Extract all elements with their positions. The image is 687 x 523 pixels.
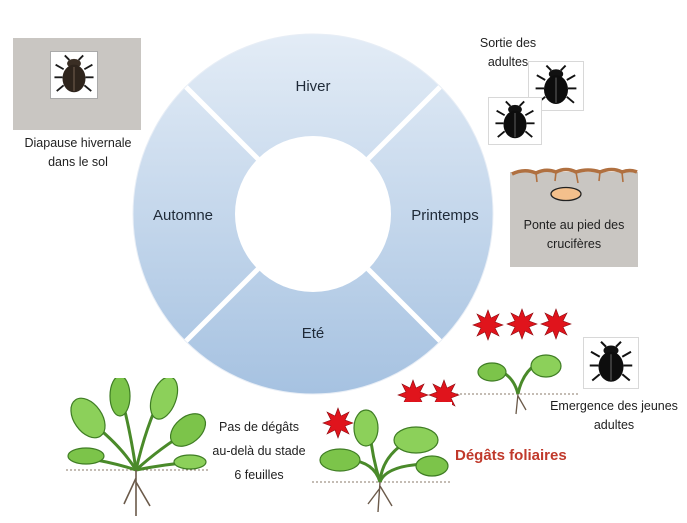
egg-laying-label: Ponte au pied des crucifères xyxy=(510,216,638,255)
diapause-label-line-1: Diapause hivernale xyxy=(4,134,152,153)
season-winter: Hiver xyxy=(283,78,343,95)
wheel-hole xyxy=(235,136,391,292)
emergence-label-line-1: Emergence des jeunes xyxy=(545,397,683,416)
damage-star-icon xyxy=(322,407,354,439)
emergence-label: Emergence des jeunes adultes xyxy=(545,397,683,436)
no-damage-label-line-3: 6 feuilles xyxy=(200,464,318,488)
beetle-icon xyxy=(584,338,638,388)
large-plant-card xyxy=(66,378,208,523)
damage-star-icon xyxy=(540,308,572,340)
diapause-soil-box xyxy=(13,38,141,130)
diapause-label: Diapause hivernale dans le sol xyxy=(4,134,152,173)
egg-laying-box: Ponte au pied des crucifères xyxy=(510,172,638,267)
emergence-label-line-2: adultes xyxy=(545,416,683,435)
egg-laying-label-line-1: Ponte au pied des xyxy=(510,216,638,235)
beetle-icon xyxy=(51,52,97,98)
no-damage-label: Pas de dégâts au-delà du stade 6 feuille… xyxy=(200,416,318,487)
beetle-card xyxy=(583,337,639,389)
damage-star-icon xyxy=(506,308,538,340)
plant-icon xyxy=(66,378,208,523)
beetle-icon xyxy=(489,98,541,144)
no-damage-label-line-1: Pas de dégâts xyxy=(200,416,318,440)
beetle-card xyxy=(50,51,98,99)
diapause-label-line-2: dans le sol xyxy=(4,153,152,172)
season-summer: Eté xyxy=(290,325,336,342)
egg-laying-label-line-2: crucifères xyxy=(510,235,638,254)
no-damage-label-line-2: au-delà du stade xyxy=(200,440,318,464)
foliar-damage-label: Dégâts foliaires xyxy=(455,447,595,464)
exit-adults-label-line-1: Sortie des xyxy=(463,34,553,53)
season-autumn: Automne xyxy=(136,207,230,224)
beetle-card xyxy=(488,97,542,145)
egg-icon xyxy=(548,185,584,203)
season-spring: Printemps xyxy=(395,207,495,224)
damage-star-icon xyxy=(472,309,504,341)
